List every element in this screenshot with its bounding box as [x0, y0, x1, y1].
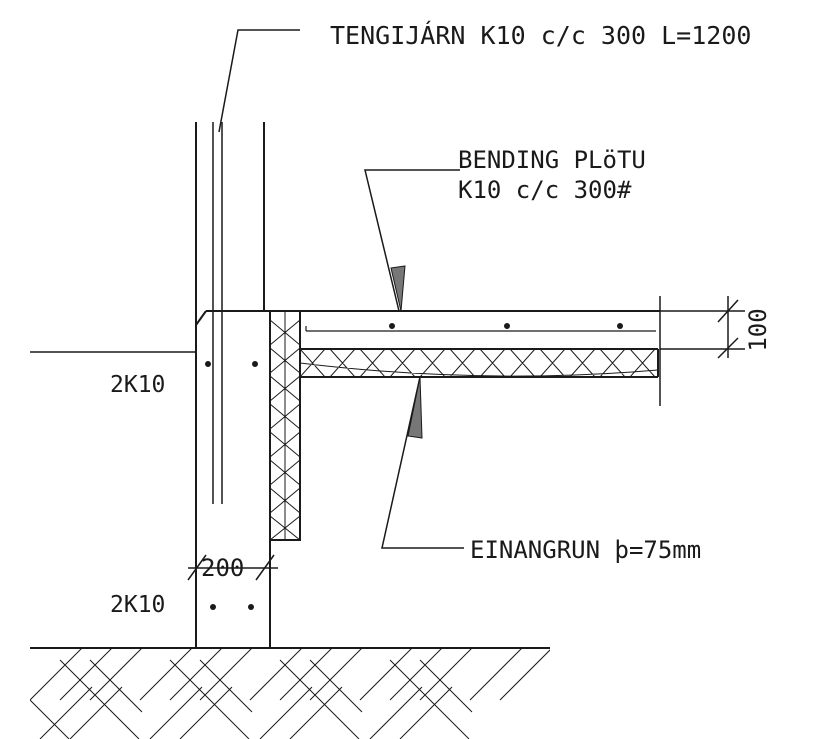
slab-rebar-label-line2: K10 c/c 300# [458, 176, 632, 204]
slab-rebar-leader [364, 169, 460, 312]
slab-rebar-dot [617, 323, 623, 329]
vertical-insulation [269, 310, 301, 541]
horizontal-insulation [300, 349, 658, 377]
top-rebar-leader [218, 29, 300, 133]
footing-bars-label: 2K10 [110, 592, 165, 618]
slab-rebar-dot [389, 323, 395, 329]
slab-rebar-label-line1: BENDING PLöTU [458, 146, 646, 174]
wall-bars-label: 2K10 [110, 372, 165, 398]
insulation-leader [381, 376, 464, 549]
footing-rebar-dot [210, 604, 216, 610]
insulation-arrow [407, 376, 423, 439]
slab-rebar-dot [504, 323, 510, 329]
wall-rebar-dot [252, 361, 258, 367]
slab-thickness-label: 100 [744, 308, 772, 351]
insulation-label: EINANGRUN þ=75mm [470, 536, 701, 564]
top-rebar-label: TENGIJÁRN K10 c/c 300 L=1200 [330, 21, 751, 50]
rebar-dots [205, 323, 623, 610]
wall-thickness-label: 200 [201, 554, 244, 582]
wall-thickness-dimension [187, 554, 278, 581]
footing-rebar-dot [248, 604, 254, 610]
floor-slab [195, 296, 661, 406]
soil-hatching [30, 647, 550, 739]
slab-rebar-arrow [390, 265, 406, 312]
slab-thickness-dimension [660, 296, 745, 359]
wall-rebar-dot [205, 361, 211, 367]
